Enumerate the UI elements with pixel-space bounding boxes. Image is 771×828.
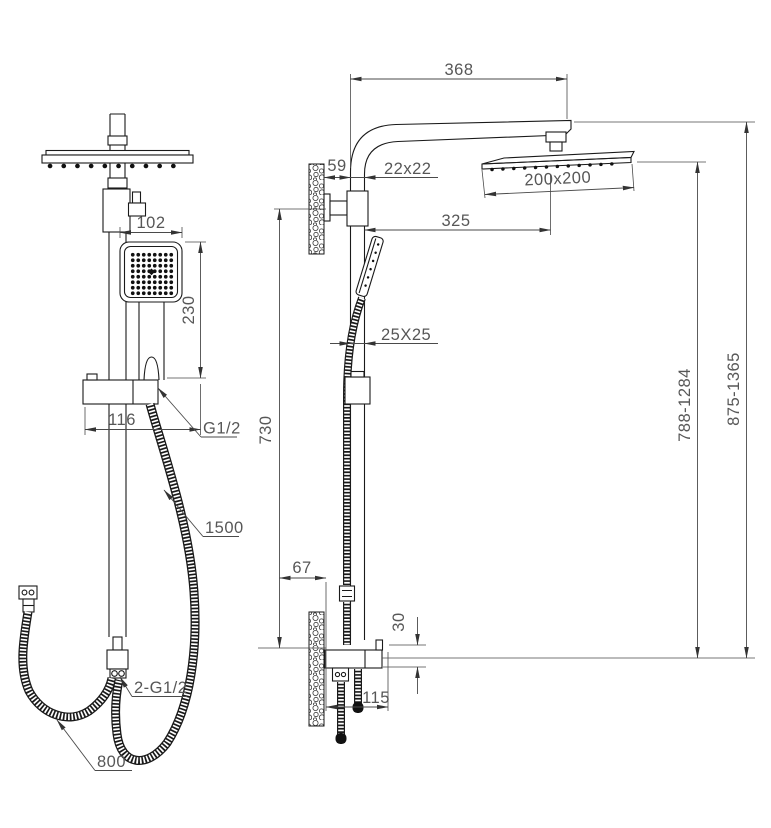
dim-overall-height-range-label: 875-1365: [725, 352, 743, 426]
arm-connector-side: [545, 131, 567, 152]
wall-section-bottom: [308, 611, 325, 727]
hand-shower-hose-side: [338, 296, 366, 645]
dim-outlet-offset-label: 30: [390, 612, 408, 631]
dim-hose-offset-label: 67: [292, 559, 311, 577]
hand-shower-handle: [138, 302, 165, 380]
dim-bottom-depth-label: 115: [362, 689, 390, 707]
dim-pipe-section-label: 25X25: [381, 326, 431, 344]
dim-hand-head-width-label: 102: [136, 214, 165, 232]
rain-head-front: [41, 149, 194, 169]
dim-inlet-threads-label: 2-G1/2: [134, 679, 187, 697]
rain-head-side: [481, 150, 635, 172]
side-view: [308, 119, 635, 744]
dim-arm-length-label: 368: [444, 61, 473, 79]
front-view: [18, 113, 200, 765]
dim-shower-hose-length-label: 1500: [205, 519, 244, 537]
hand-shower-side: [355, 235, 384, 297]
upper-arm-pipe-front: [107, 113, 128, 153]
dim-wall-clearance-label: 59: [327, 157, 346, 175]
hose-tails-side: [331, 667, 364, 744]
inlet-block-front: [106, 636, 129, 679]
spray-selector: [148, 268, 155, 276]
rain-head-nozzles-side: [490, 161, 624, 172]
diverter-knob: [127, 202, 147, 217]
supply-hose-800: [18, 611, 117, 722]
wall-bracket-top-side: [323, 190, 369, 227]
dimensions: 368 59 22x22 200x200 325 25X25 730 67 11…: [56, 61, 755, 771]
supply-hose-connector: [18, 585, 38, 613]
column-pipe-and-arm-side: [349, 119, 572, 640]
slider-bracket-side: [344, 370, 371, 405]
dim-arm-section-label: 22x22: [384, 160, 431, 178]
dim-hand-shower-length-label: 230: [180, 295, 198, 324]
hand-shower-hose-1500: [111, 402, 200, 765]
dim-supply-hose-length-label: 800: [97, 753, 126, 771]
dim-rail-height-range-label: 788-1284: [676, 368, 694, 442]
hand-shower-front: [119, 241, 183, 380]
diverter-body-front: [102, 163, 147, 233]
slider-bracket-front: [82, 356, 160, 405]
dim-outlet-thread-label: G1/2: [203, 420, 241, 438]
dim-head-projection-label: 325: [441, 212, 470, 230]
dim-rain-head-size-label: 200x200: [524, 168, 592, 189]
dim-slider-width-label: 116: [108, 411, 136, 429]
inlet-block-side: [324, 639, 384, 669]
dim-wall-bracket-span-label: 730: [257, 415, 275, 444]
